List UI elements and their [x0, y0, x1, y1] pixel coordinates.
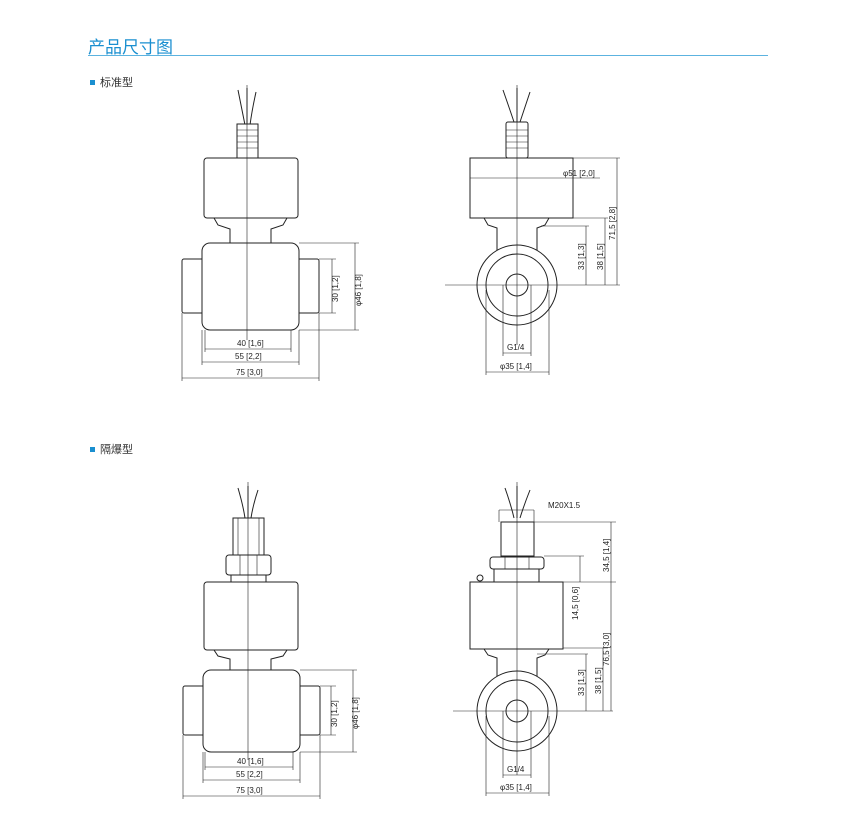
dim-phi35: φ35 [1,4]: [500, 783, 532, 792]
title-divider: [88, 55, 768, 56]
label-g1-4: G1/4: [507, 343, 525, 352]
dim-40: 40 [1,6]: [237, 757, 264, 766]
page-title: 产品尺寸图: [88, 38, 173, 58]
explosion-proof-side-view: M20X1.5 34,5 [1,4] 14,5 [0,6] 76,5 [3,0]…: [453, 482, 616, 796]
bullet-square-icon: [90, 446, 95, 452]
section-label: 标准型: [100, 76, 133, 89]
section-explosion-proof-heading: 隔爆型: [90, 441, 133, 457]
label-g1-4: G1/4: [507, 765, 525, 774]
dim-33: 33 [1,3]: [577, 243, 586, 270]
dim-38: 38 [1,5]: [596, 243, 605, 270]
explosion-proof-front-view: 40 [1,6] 55 [2,2] 75 [3,0] 30 [1,2] φ46 …: [182, 482, 360, 799]
standard-side-view: φ51 [2,0] 33 [1,3] 38 [1,5] 71,5 [2,8] G…: [445, 85, 620, 375]
dim-phi46: φ46 [1,8]: [354, 274, 363, 306]
dim-14-5: 14,5 [0,6]: [571, 587, 580, 620]
dim-30: 30 [1,2]: [330, 700, 339, 727]
dim-38: 38 [1,5]: [594, 667, 603, 694]
dim-33: 33 [1,3]: [577, 669, 586, 696]
dim-34-5: 34,5 [1,4]: [602, 539, 611, 572]
dim-55: 55 [2,2]: [235, 352, 262, 361]
dim-40: 40 [1,6]: [237, 339, 264, 348]
dim-phi46: φ46 [1,8]: [351, 697, 360, 729]
dim-phi35: φ35 [1,4]: [500, 362, 532, 371]
section-standard-heading: 标准型: [90, 74, 133, 90]
dim-m20x1-5: M20X1.5: [548, 501, 581, 510]
section-label: 隔爆型: [100, 443, 133, 456]
dim-30: 30 [1,2]: [331, 275, 340, 302]
dim-76-5: 76,5 [3,0]: [602, 633, 611, 666]
standard-front-view: 40 [1,6] 55 [2,2] 75 [3,0] 30 [1,2] φ46 …: [181, 85, 363, 381]
dim-phi51: φ51 [2,0]: [563, 169, 595, 178]
bullet-square-icon: [90, 79, 95, 85]
dim-55: 55 [2,2]: [236, 770, 263, 779]
dim-71-5: 71,5 [2,8]: [608, 207, 617, 240]
dim-75: 75 [3,0]: [236, 786, 263, 795]
dim-75: 75 [3,0]: [236, 368, 263, 377]
